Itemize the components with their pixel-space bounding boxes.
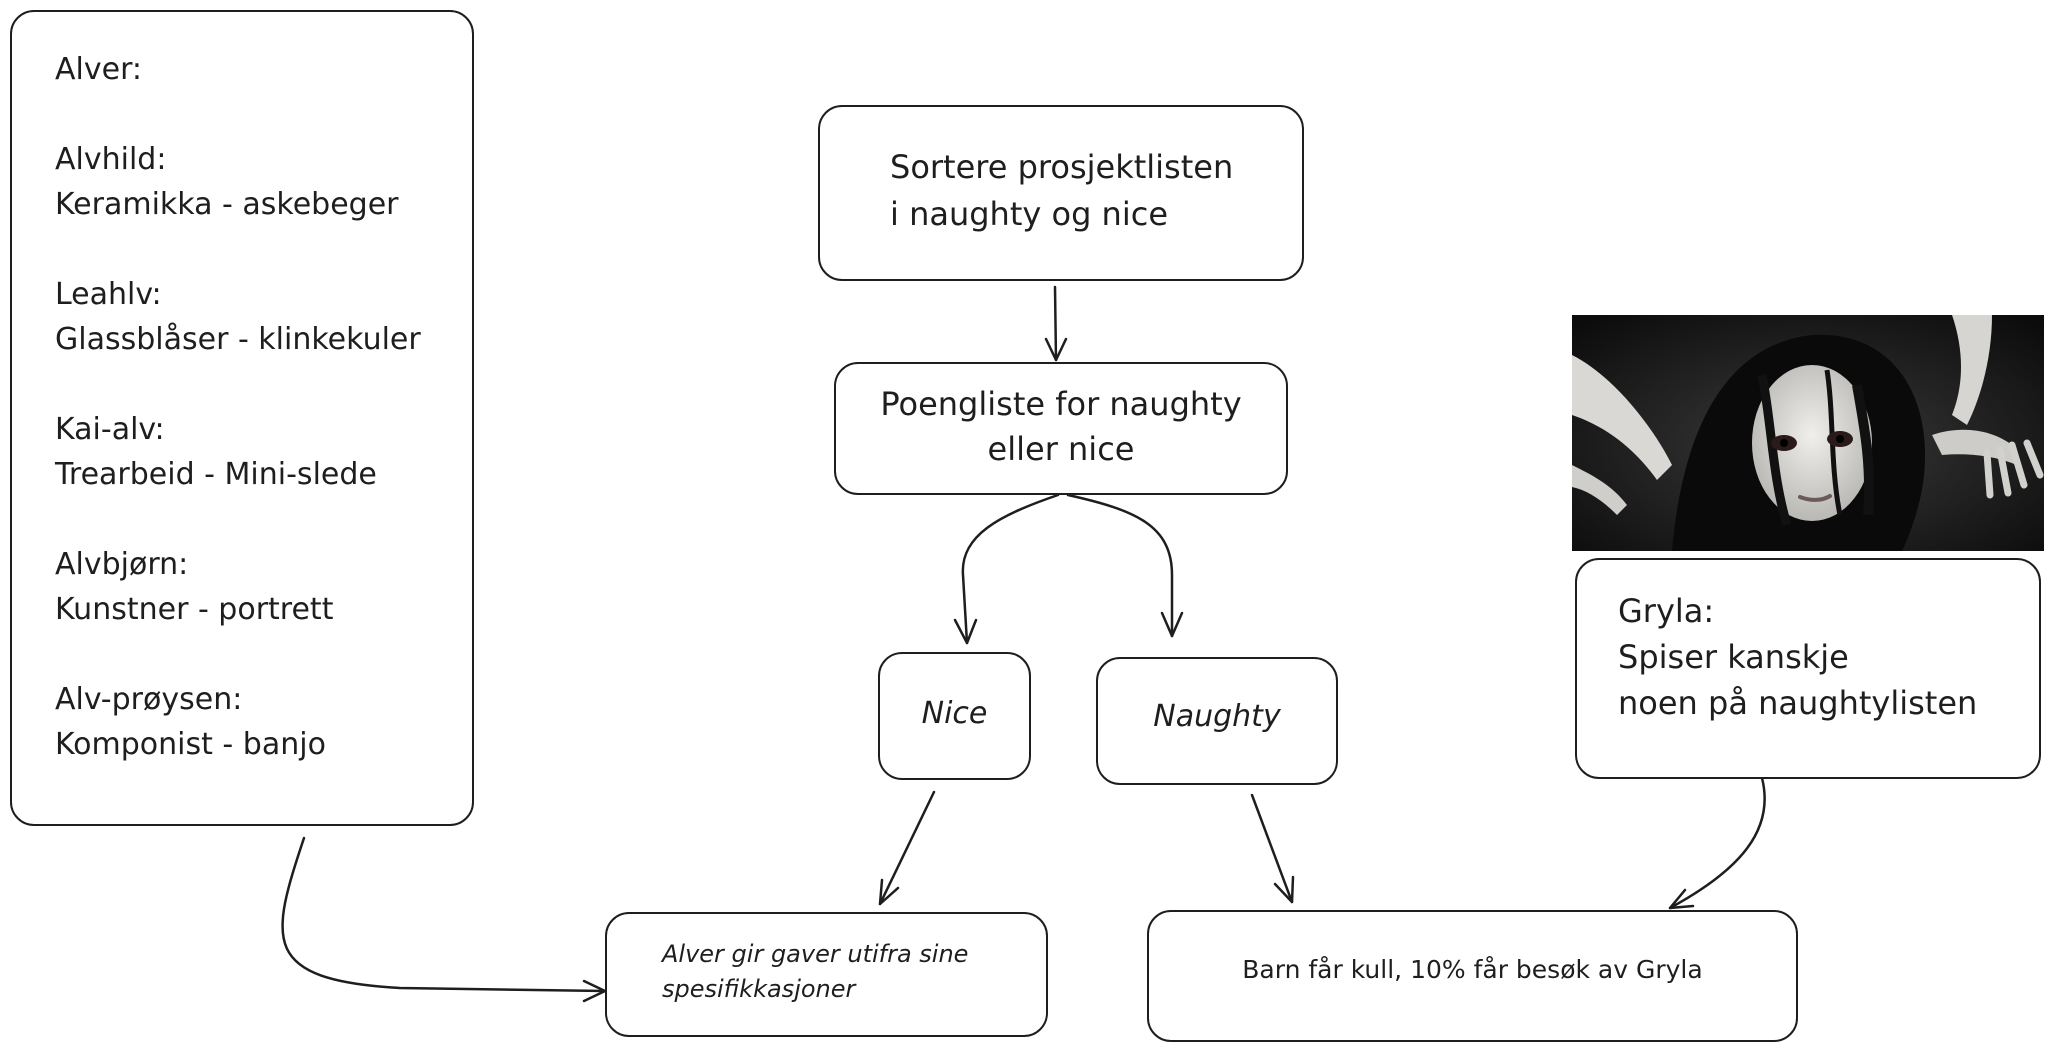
naughty-node — [1096, 657, 1338, 785]
arrow-nice-to-gifts — [878, 790, 936, 906]
elf-name: Alvbjørn: — [55, 547, 189, 582]
points-node — [834, 362, 1288, 495]
elf-detail: Komponist - banjo — [55, 727, 326, 762]
elves-list-box — [10, 10, 474, 826]
elves-list-title: Alver: — [55, 52, 142, 87]
elf-detail: Trearbeid - Mini-slede — [55, 457, 377, 492]
elf-detail: Glassblåser - klinkekuler — [55, 322, 421, 357]
gifts-node — [605, 912, 1048, 1037]
gifts-node-line2: spesifikkasjoner — [662, 975, 856, 1003]
sort-node-line2: i naughty og nice — [890, 195, 1168, 233]
points-node-line2: eller nice — [987, 430, 1135, 468]
naughty-node-label: Naughty — [1153, 699, 1281, 734]
gifts-node-line1: Alver gir gaver utifra sine — [662, 940, 969, 968]
elf-detail: Kunstner - portrett — [55, 592, 334, 627]
elf-name: Leahlv: — [55, 277, 162, 312]
coal-node-label: Barn får kull, 10% får besøk av Gryla — [1242, 955, 1703, 984]
arrow-elves-to-gifts — [281, 836, 607, 993]
arrow-naughty-to-coal — [1250, 793, 1294, 904]
arrow-points-to-nice — [961, 493, 1060, 645]
elf-detail: Keramikka - askebeger — [55, 187, 399, 222]
arrow-gryla-to-coal — [1668, 776, 1766, 910]
elf-name: Kai-alv: — [55, 412, 165, 447]
nice-node-label: Nice — [921, 696, 988, 731]
gryla-node-line3: noen på naughtylisten — [1618, 684, 1978, 722]
elf-name: Alv-prøysen: — [55, 682, 243, 717]
arrow-sort-to-points — [1053, 285, 1058, 362]
gryla-photo — [1572, 315, 2044, 551]
gryla-node-line2: Spiser kanskje — [1618, 638, 1849, 676]
arrow-points-to-naughty — [1066, 493, 1174, 638]
points-node-line1: Poengliste for naughty — [880, 385, 1242, 423]
gryla-node-line1: Gryla: — [1618, 592, 1715, 630]
coal-node — [1147, 910, 1798, 1042]
sort-node-line1: Sortere prosjektlisten — [890, 148, 1234, 186]
sort-node — [818, 105, 1304, 281]
nice-node — [878, 652, 1031, 780]
gryla-node — [1575, 558, 2041, 779]
elf-name: Alvhild: — [55, 142, 167, 177]
